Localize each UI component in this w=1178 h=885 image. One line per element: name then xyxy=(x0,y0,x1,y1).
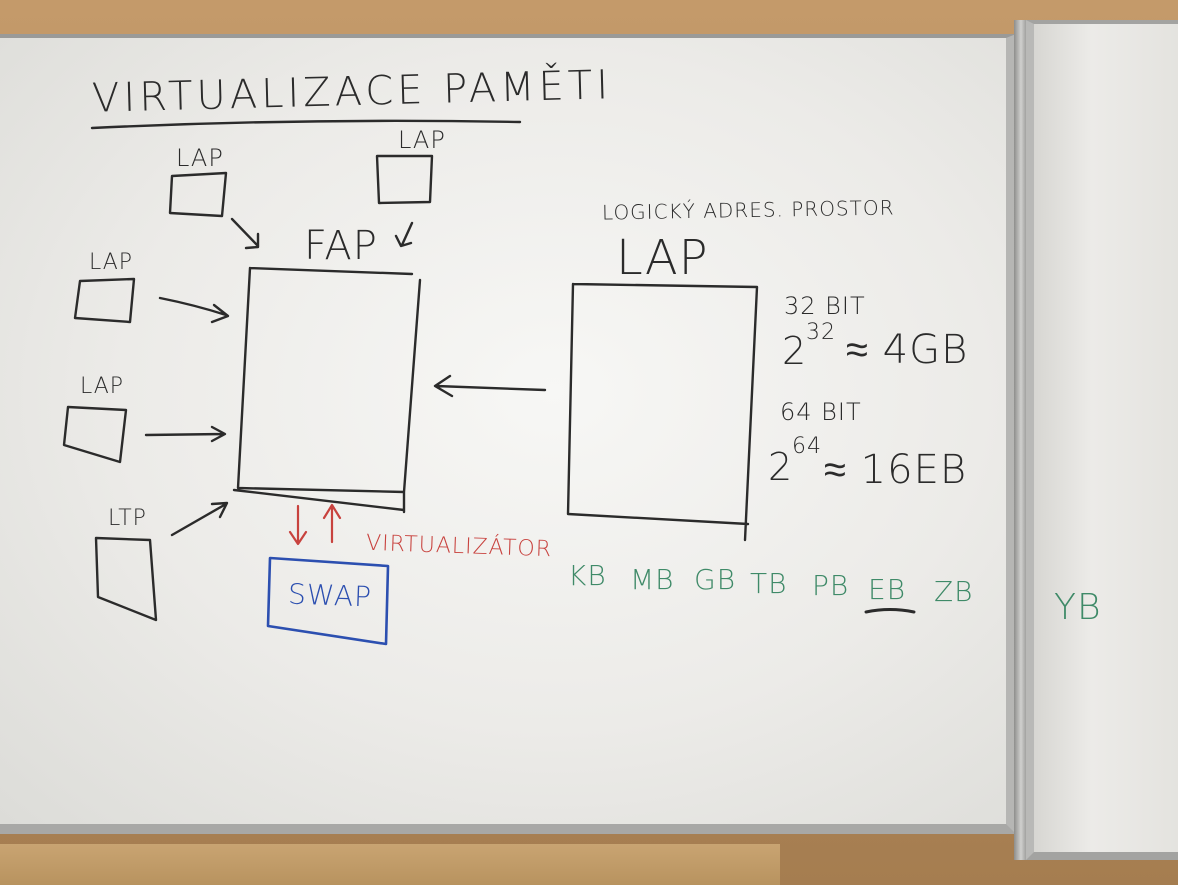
unit-eb: EB xyxy=(868,573,907,606)
eb-underline xyxy=(864,608,916,614)
lap-label-1: LAP xyxy=(176,144,224,172)
bits-32-base: 2 xyxy=(782,329,808,373)
wooden-shelf xyxy=(0,844,780,885)
lap-rectangle xyxy=(566,282,759,542)
arrow-lap3-fap xyxy=(158,296,230,324)
logical-space-caption: LOGICKÝ ADRES. PROSTOR xyxy=(601,195,895,225)
unit-tb: TB xyxy=(750,567,788,600)
arrow-lap5-fap xyxy=(170,501,229,537)
whiteboard-side-panel xyxy=(1026,20,1178,860)
swap-box xyxy=(266,556,390,646)
logical-space-label: LAP xyxy=(616,230,709,286)
bits-64-exponent: 64 xyxy=(792,434,822,459)
wing-unit-yb: YB xyxy=(1054,587,1102,628)
unit-mb: MB xyxy=(630,563,675,596)
unit-gb: GB xyxy=(694,563,737,596)
red-arrow-up xyxy=(322,503,342,544)
bits-64-label: 64 BIT xyxy=(780,398,862,426)
arrow-lap2-fap xyxy=(394,221,414,248)
lap-box-2 xyxy=(375,154,434,205)
lap-label-2: LAP xyxy=(398,126,446,154)
fap-label: FAP xyxy=(304,223,378,269)
lap-label-3: LAP xyxy=(89,250,134,275)
unit-zb: ZB xyxy=(934,575,974,608)
title-underline xyxy=(90,119,522,130)
bits-32-exponent: 32 xyxy=(806,320,836,345)
unit-pb: PB xyxy=(812,569,850,602)
bits-32-approx: ≈ 4GB xyxy=(846,327,969,373)
lap-label-4: LAP xyxy=(80,374,125,399)
bits-32-label: 32 BIT xyxy=(784,292,866,320)
arrow-lap4-fap xyxy=(144,425,227,443)
swap-label: SWAP xyxy=(287,577,373,614)
unit-kb: KB xyxy=(568,559,607,592)
lap-box-5 xyxy=(94,536,158,622)
lap-box-4 xyxy=(62,405,128,464)
lap-label-5: LTP xyxy=(108,506,147,531)
arrow-lap-to-fap xyxy=(433,374,547,398)
lap-box-1 xyxy=(168,171,228,218)
arrow-lap1-fap xyxy=(230,217,260,250)
bits-64-approx: ≈ 16EB xyxy=(824,447,968,493)
red-arrow-down xyxy=(288,504,308,546)
board-hinge xyxy=(1014,20,1028,860)
bits-64-base: 2 xyxy=(768,445,794,489)
lap-box-3 xyxy=(73,277,136,324)
fap-rectangle xyxy=(232,266,422,514)
